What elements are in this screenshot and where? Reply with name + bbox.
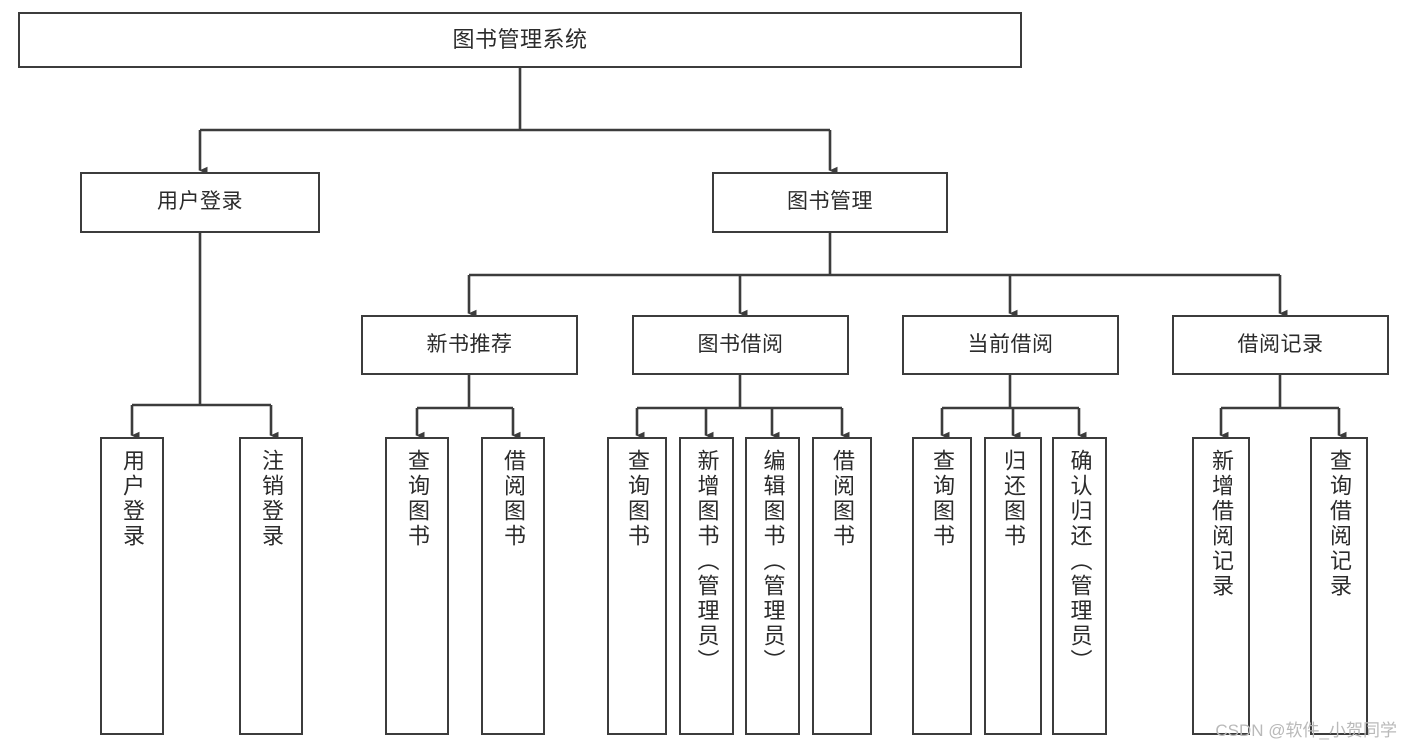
node-leaf-query-book-borrow: 查询图书 — [607, 437, 667, 735]
node-label: 编辑图书（管理员） — [760, 449, 786, 674]
node-leaf-user-login: 用户登录 — [100, 437, 164, 735]
node-label: 查询图书 — [930, 449, 955, 549]
node-label: 查询图书 — [405, 449, 430, 549]
node-label: 图书管理系统 — [452, 27, 588, 53]
node-label: 新增图书（管理员） — [694, 449, 720, 674]
node-label: 查询图书 — [625, 449, 650, 549]
node-leaf-add-book-admin: 新增图书（管理员） — [679, 437, 734, 735]
node-current-borrow: 当前借阅 — [902, 315, 1119, 375]
node-label: 确认归还（管理员） — [1067, 449, 1093, 674]
node-root: 图书管理系统 — [18, 12, 1022, 68]
node-leaf-return-book: 归还图书 — [984, 437, 1042, 735]
node-label: 借阅图书 — [830, 449, 855, 549]
node-leaf-borrow-book-new: 借阅图书 — [481, 437, 545, 735]
node-user-login: 用户登录 — [80, 172, 320, 233]
node-label: 用户登录 — [120, 449, 145, 549]
node-leaf-borrow-book: 借阅图书 — [812, 437, 872, 735]
node-leaf-query-book-new: 查询图书 — [385, 437, 449, 735]
node-new-book-recommend: 新书推荐 — [361, 315, 578, 375]
node-label: 新增借阅记录 — [1209, 449, 1234, 599]
node-leaf-query-borrow-record: 查询借阅记录 — [1310, 437, 1368, 735]
node-label: 图书管理 — [787, 190, 873, 214]
node-book-borrow: 图书借阅 — [632, 315, 849, 375]
node-borrow-record: 借阅记录 — [1172, 315, 1389, 375]
node-leaf-user-logout: 注销登录 — [239, 437, 303, 735]
csdn-watermark: CSDN @软件_小贺同学 — [1215, 721, 1397, 740]
node-label: 借阅记录 — [1237, 332, 1324, 356]
node-book-manage: 图书管理 — [712, 172, 948, 233]
node-leaf-confirm-return-admin: 确认归还（管理员） — [1052, 437, 1107, 735]
node-label: 归还图书 — [1001, 449, 1026, 549]
node-label: 查询借阅记录 — [1327, 449, 1352, 599]
node-label: 当前借阅 — [967, 332, 1054, 356]
node-leaf-add-borrow-record: 新增借阅记录 — [1192, 437, 1250, 735]
node-label: 用户登录 — [157, 190, 243, 214]
node-label: 注销登录 — [259, 449, 284, 549]
node-leaf-edit-book-admin: 编辑图书（管理员） — [745, 437, 800, 735]
node-label: 借阅图书 — [501, 449, 526, 549]
node-label: 图书借阅 — [697, 332, 784, 356]
node-label: 新书推荐 — [426, 332, 513, 356]
node-leaf-query-book-current: 查询图书 — [912, 437, 972, 735]
